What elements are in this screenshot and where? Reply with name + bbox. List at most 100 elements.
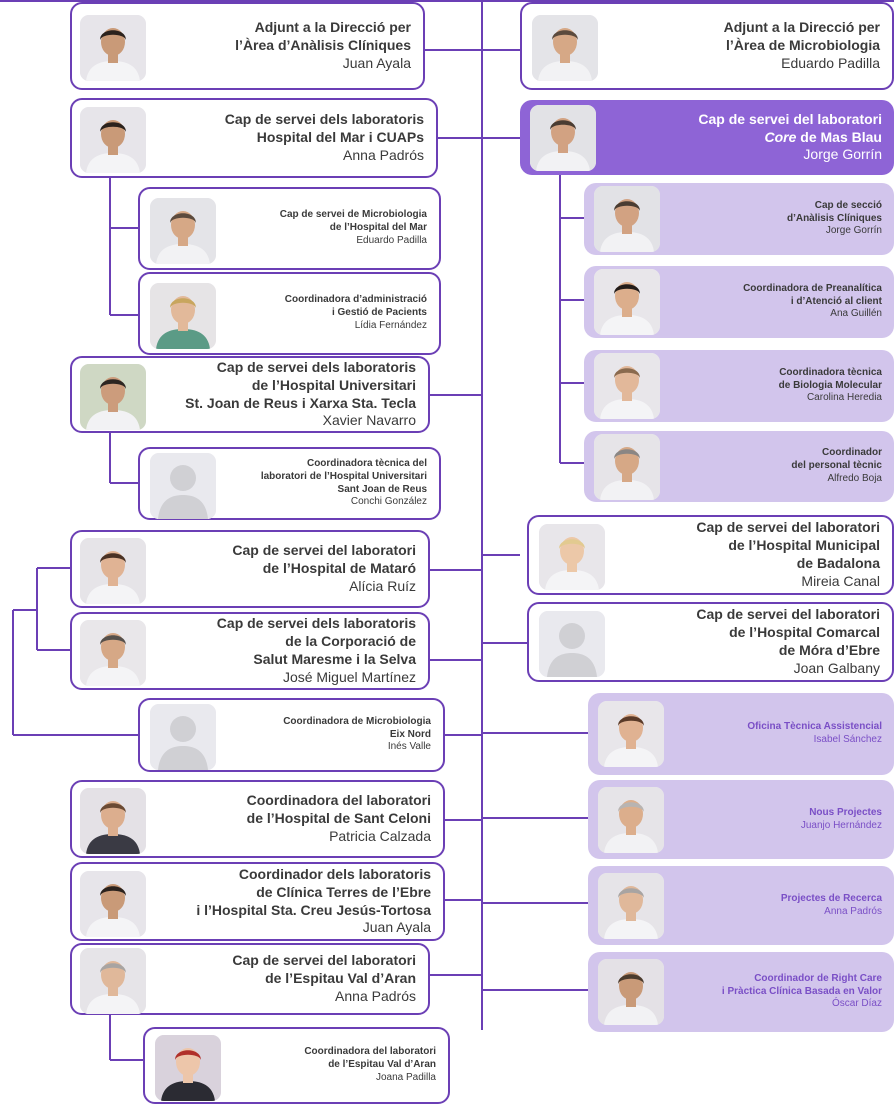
- person-photo: [150, 283, 216, 349]
- person-photo: [532, 15, 598, 81]
- person-photo: [150, 198, 216, 264]
- role-title-line: Salut Maresme i la Selva: [253, 651, 416, 667]
- role-title-line: Cap de servei de Microbiologia: [279, 209, 427, 221]
- person-photo: [80, 15, 146, 81]
- role-title-line: de l’Hospital del Mar: [329, 222, 427, 234]
- person-name: Carolina Heredia: [806, 392, 882, 404]
- role-title-line: Cap de servei dels laboratoris: [216, 615, 416, 632]
- person-name: Isabel Sánchez: [813, 734, 882, 745]
- person-photo: [539, 611, 605, 677]
- person-photo: [80, 948, 146, 1014]
- person-name: Eduardo Padilla: [781, 54, 880, 71]
- person-name: Anna Padrós: [824, 905, 882, 917]
- role-title-line: Sant Joan de Reus: [337, 483, 427, 495]
- role-title-line: de l’Hospital de Sant Celoni: [246, 810, 431, 827]
- role-title-line: l’Àrea de Microbiologia: [725, 37, 880, 54]
- role-title-line: de l’Hospital de Mataró: [262, 560, 416, 577]
- person-photo: [150, 704, 216, 770]
- role-title-italic: Core: [764, 128, 797, 145]
- role-title-line: d’Anàlisis Clíniques: [786, 212, 882, 224]
- person-name: Lídia Fernández: [354, 319, 427, 331]
- role-title-line: de Badalona: [796, 555, 880, 571]
- role-title-line: Cap de servei del laboratori: [232, 542, 416, 559]
- person-photo: [155, 1035, 221, 1101]
- role-title-line: Projectes de Recerca: [780, 892, 882, 904]
- role-title-line: Cap de servei dels laboratoris: [224, 111, 424, 128]
- role-title-line: Core de Mas Blau: [764, 128, 883, 145]
- person-name: Jorge Gorrín: [803, 146, 882, 163]
- role-title-line: Eix Nord: [389, 728, 431, 740]
- person-photo: [80, 788, 146, 854]
- role-title-line: del personal tècnic: [791, 460, 882, 472]
- person-name: Óscar Díaz: [831, 998, 882, 1010]
- role-title-line: de Móra d’Ebre: [778, 642, 880, 658]
- role-title-line: Adjunt a la Direcció per: [723, 19, 880, 36]
- person-name: Juanjo Hernández: [800, 819, 882, 831]
- person-photo: [539, 524, 605, 590]
- person-name: Joan Galbany: [793, 659, 880, 676]
- person-photo: [594, 186, 660, 252]
- role-title-line: de la Corporació de: [285, 633, 416, 650]
- role-title-line: i Pràctica Clínica Basada en Valor: [721, 985, 882, 997]
- role-title-line: Coordinadora d’administració: [284, 294, 427, 306]
- role-title-line: de l’Hospital Municipal: [728, 537, 880, 554]
- person-name: Ana Guillén: [830, 308, 882, 320]
- person-photo: [80, 620, 146, 686]
- role-title-line: i d’Atenció al client: [790, 295, 882, 307]
- role-title-line: Coordinador: [822, 447, 882, 459]
- person-name: Joana Padilla: [375, 1071, 436, 1083]
- role-title-line: Coordinadora del laboratori: [246, 792, 431, 809]
- person-photo: [80, 107, 146, 173]
- role-title-line: Coordinador dels laboratoris: [238, 865, 431, 882]
- person-photo: [598, 787, 664, 853]
- role-title-line: de l’Espitau Val d’Aran: [328, 1059, 436, 1071]
- role-title-line: de l’Hospital Universitari: [251, 376, 416, 393]
- role-title-line: Coordinador de Right Care: [754, 972, 882, 984]
- person-photo: [80, 871, 146, 937]
- person-name: José Miguel Martínez: [282, 668, 416, 685]
- person-name: Anna Padrós: [343, 146, 424, 163]
- person-photo: [598, 959, 664, 1025]
- person-photo: [594, 269, 660, 335]
- role-title-line: i l’Hospital Sta. Creu Jesús-Tortosa: [196, 901, 431, 918]
- role-title-line: laboratori de l’Hospital Universitari: [260, 470, 427, 482]
- person-name: Alfredo Boja: [827, 472, 882, 484]
- person-name: Inés Valle: [387, 741, 431, 753]
- role-title-line: Adjunt a la Direcció per: [254, 19, 411, 36]
- role-title-line: Coordinadora tècnica: [779, 366, 882, 378]
- role-title-line: Coordinadora del laboratori: [304, 1046, 436, 1058]
- person-name: Juan Ayala: [362, 919, 431, 936]
- person-photo: [598, 873, 664, 939]
